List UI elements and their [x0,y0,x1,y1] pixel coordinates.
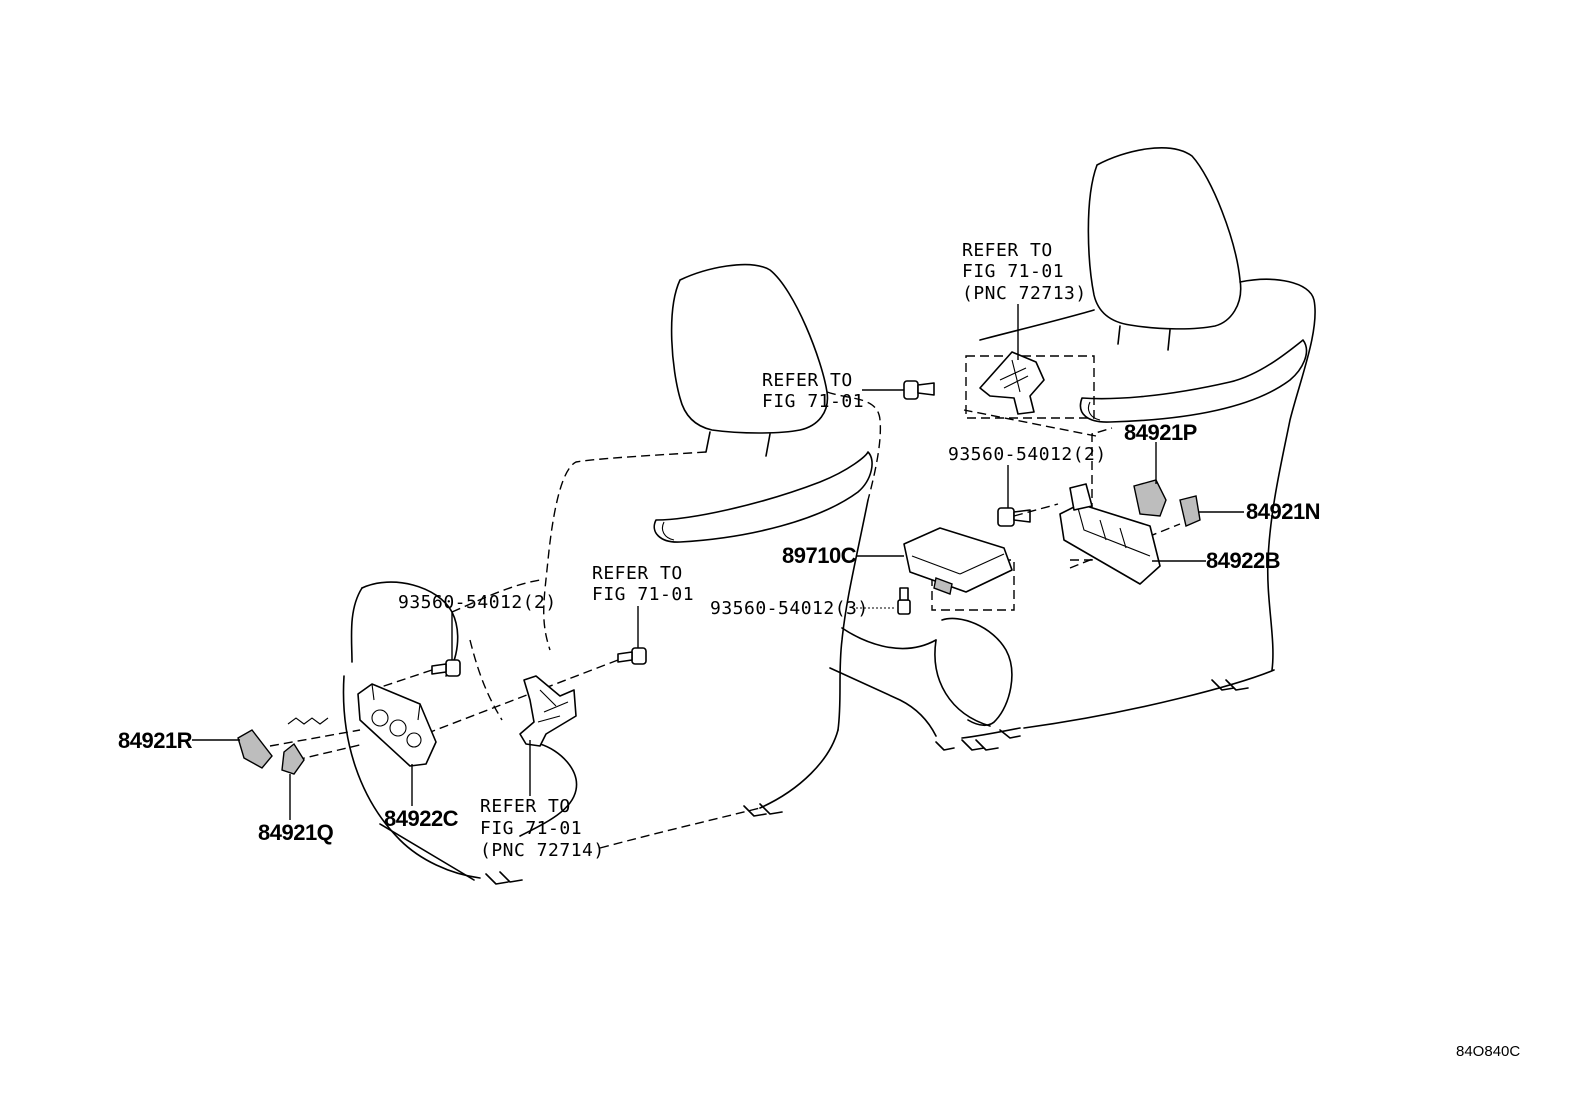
upper-bracket [965,304,1095,419]
part-number-84922C: 84922C [384,806,459,831]
part-number-89710C: 89710C [782,543,857,568]
refer-line-2: FIG 71-01 [592,584,694,605]
refer-note-left-upper: REFER TO FIG 71-01 [419,563,694,737]
bolt-left-label: 93560-54012(2) [398,592,557,613]
bolt-module: 93560-54012(3) [710,587,911,619]
airbag-module-89710C: 89710C [782,527,1015,611]
part-number-84921R: 84921R [118,728,193,753]
switch-assembly-left: 84922C [269,683,459,831]
refer-line-3: (PNC 72714) [480,840,605,861]
knob-84921R: 84921R [118,728,273,769]
figure-code: 84O840C [1456,1043,1520,1060]
part-number-84921Q: 84921Q [258,820,334,845]
refer-line-1: REFER TO [962,240,1053,261]
part-number-84922B: 84922B [1206,548,1280,573]
refer-note-mid: REFER TO FIG 71-01 [762,370,935,412]
bolt-center: 93560-54012(2) [948,444,1107,527]
refer-line-1: REFER TO [592,563,683,584]
bolt-center-label: 93560-54012(2) [948,444,1107,465]
part-number-84921N: 84921N [1246,499,1320,524]
bolt-left: 93560-54012(2) [371,592,557,691]
refer-line-2: FIG 71-01 [962,261,1064,282]
knob-84921Q: 84921Q [258,742,334,845]
left-seat-outline [342,263,882,885]
refer-line-1: REFER TO [480,796,571,817]
refer-line-2: FIG 71-01 [480,818,582,839]
bolt-module-label: 93560-54012(3) [710,598,869,619]
refer-note-pnc-72714: REFER TO FIG 71-01 (PNC 72714) [480,796,605,861]
refer-note-pnc-72713: REFER TO FIG 71-01 (PNC 72713) [962,240,1087,304]
bolt-icon [903,380,935,400]
bolt-icon [617,647,647,665]
switch-assembly-right: 84921P 84921N 84922B [963,409,1321,585]
refer-line-2: FIG 71-01 [762,391,864,412]
refer-line-1: REFER TO [762,370,853,391]
refer-line-3: (PNC 72713) [962,283,1087,304]
right-seat-outline [829,147,1316,751]
part-number-84921P: 84921P [1124,420,1197,445]
lower-bracket [519,675,577,796]
